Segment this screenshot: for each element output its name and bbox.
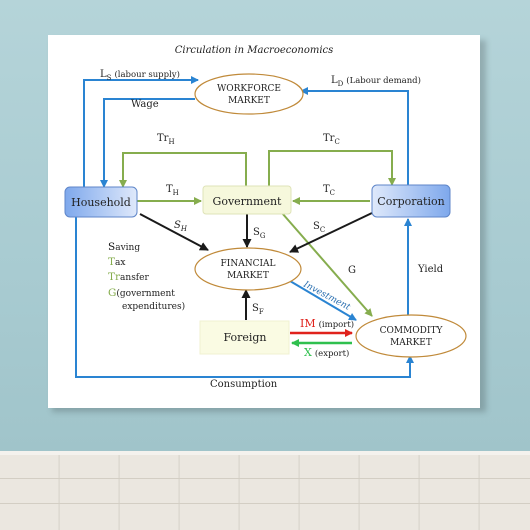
household-label: Household [71,196,131,209]
government-expenditure-arrow [281,212,373,317]
saving-household-label: SH [174,220,188,233]
diagram-title: Circulation in Macroeconomics [175,45,334,56]
wage-label: Wage [131,99,159,110]
government-label: Government [213,195,283,208]
floor-board-line [0,503,530,504]
workforce-market-line2: MARKET [228,96,270,106]
tax-corporation-label: TC [323,184,335,197]
financial-market-line2: MARKET [227,271,269,281]
investment-arrow [289,280,357,321]
legend-transfer: Transfer [108,271,149,283]
foreign-node: Foreign [199,320,290,355]
wage-arrow [100,98,195,188]
consumption-arrow [75,216,414,378]
saving-household-arrow [139,213,209,251]
legend-tax: Tax [108,256,125,268]
legend: Saving Tax Transfer G(government expendi… [108,241,185,312]
financial-market-line1: FINANCIAL [221,259,276,269]
tax-household-label: TH [166,184,179,197]
transfer-corporation-arrow [268,150,396,186]
diagram-canvas: Circulation in Macroeconomics WORKFORCE … [48,35,480,408]
commodity-market-node: COMMODITY MARKET [355,314,467,358]
transfer-household-arrow [119,152,247,188]
government-expenditure-label: G [348,265,356,276]
foreign-label: Foreign [223,331,266,344]
household-node: Household [64,186,138,218]
transfer-household-label: TrH [157,133,175,146]
saving-corporation-label: SC [313,221,325,234]
transfer-corporation-label: TrC [323,133,340,146]
financial-market-node: FINANCIAL MARKET [194,247,302,291]
import-label: IM(import) [300,317,354,330]
saving-government-label: SG [253,227,266,240]
labour-demand-label: LD(Labour demand) [331,75,421,88]
export-label: X(export) [304,346,349,359]
labour-demand-arrow [300,87,409,185]
corporation-node: Corporation [371,184,451,218]
saving-foreign-label: SF [252,303,264,316]
legend-saving: Saving [108,241,140,253]
labour-supply-label: LS(labour supply) [100,69,180,82]
commodity-market-line2: MARKET [390,338,432,348]
legend-government: G(government [108,287,175,299]
workforce-market-line1: WORKFORCE [217,84,281,94]
legend-expenditures: expenditures) [122,301,185,312]
labour-supply-arrow [83,76,199,187]
floor-board-line [0,478,530,479]
workforce-market-node: WORKFORCE MARKET [194,73,304,115]
wooden-floor [0,455,530,530]
corporation-label: Corporation [377,195,444,208]
commodity-market-line1: COMMODITY [380,326,444,336]
saving-corporation-arrow [289,212,373,253]
yield-label: Yield [417,264,444,275]
government-node: Government [202,185,292,215]
circulation-diagram: Circulation in Macroeconomics WORKFORCE … [64,45,467,390]
consumption-label: Consumption [210,379,278,390]
